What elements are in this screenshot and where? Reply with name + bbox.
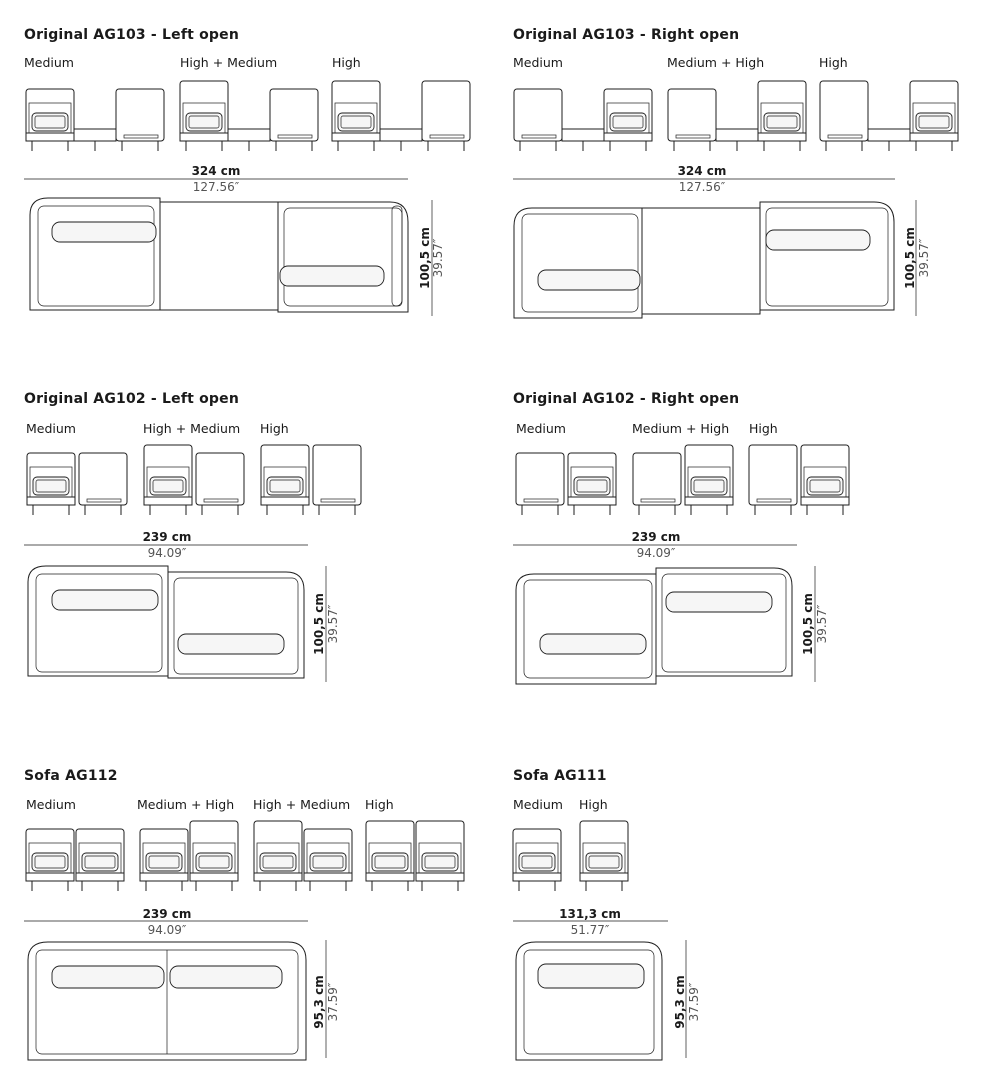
variant-label: Medium xyxy=(24,55,74,70)
variant-label: High xyxy=(365,797,394,812)
section-title-ag112: Sofa AG112 xyxy=(24,768,118,784)
variant-label: High xyxy=(819,55,848,70)
width-cm: 131,3 cm xyxy=(559,907,621,921)
section-title-ag103-left: Original AG103 - Left open xyxy=(24,27,239,43)
variant-label: High + Medium xyxy=(253,797,351,812)
plan-ag102-right xyxy=(515,566,816,685)
variant-label: Medium xyxy=(26,421,76,436)
width-cm: 324 cm xyxy=(191,164,241,178)
width-in: 127.56″ xyxy=(678,180,726,194)
variant-label: Medium xyxy=(516,421,566,436)
variant-label: Medium xyxy=(513,797,563,812)
width-in: 94.09″ xyxy=(147,546,187,560)
plan-ag111 xyxy=(515,940,687,1061)
section-title-ag111: Sofa AG111 xyxy=(513,768,607,784)
variant-label: High xyxy=(332,55,361,70)
plan-ag112 xyxy=(27,940,327,1061)
width-cm: 239 cm xyxy=(631,530,681,544)
variant-label: High + Medium xyxy=(180,55,278,70)
width-cm: 239 cm xyxy=(142,907,192,921)
variant-label: Medium + High xyxy=(137,797,235,812)
plan-ag103-left xyxy=(29,197,433,316)
width-in: 127.56″ xyxy=(192,180,240,194)
section-title-ag102-left: Original AG102 - Left open xyxy=(24,391,239,407)
width-cm: 239 cm xyxy=(142,530,192,544)
variant-label: High + Medium xyxy=(143,421,241,436)
width-in: 51.77″ xyxy=(570,923,610,937)
width-in: 94.09″ xyxy=(636,546,676,560)
variant-label: High xyxy=(579,797,608,812)
width-cm: 324 cm xyxy=(677,164,727,178)
plan-ag102-left xyxy=(27,565,327,682)
variant-label: Medium + High xyxy=(667,55,765,70)
variant-label: High xyxy=(749,421,778,436)
width-in: 94.09″ xyxy=(147,923,187,937)
variant-label: Medium xyxy=(513,55,563,70)
variant-label: Medium + High xyxy=(632,421,730,436)
variant-label: Medium xyxy=(26,797,76,812)
section-title-ag102-right: Original AG102 - Right open xyxy=(513,391,740,407)
variant-label: High xyxy=(260,421,289,436)
section-title-ag103-right: Original AG103 - Right open xyxy=(513,27,740,43)
plan-ag103-right xyxy=(513,200,917,319)
